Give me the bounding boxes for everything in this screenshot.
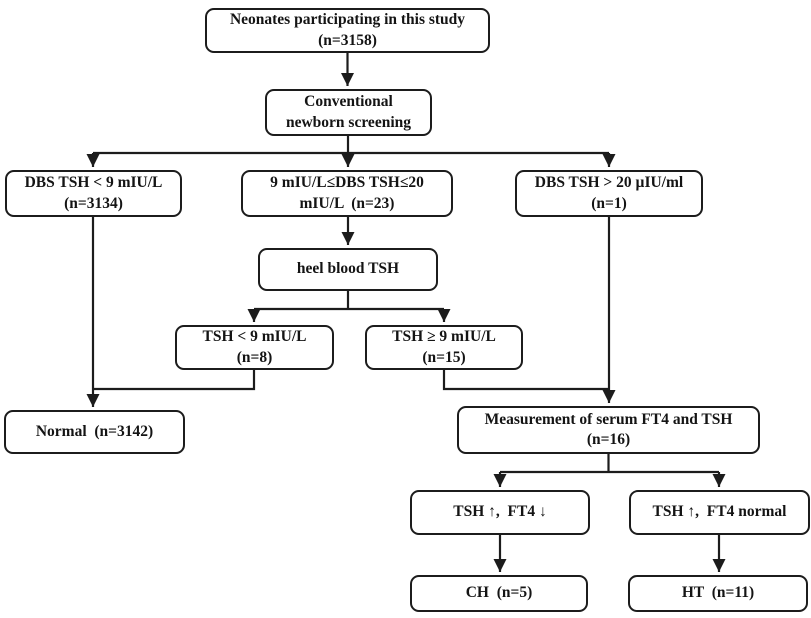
node-dbs-tsh-mid-label: 9 mIU/L≤DBS TSH≤20 mIU/L (n=23) [270,174,424,212]
node-dbs-tsh-low-label: DBS TSH < 9 mIU/L (n=3134) [24,174,163,212]
node-neonates: Neonates participating in this study (n=… [205,8,490,53]
node-tsh-up-ft4-normal: TSH ↑, FT4 normal [629,490,810,535]
node-normal-label: Normal (n=3142) [35,422,154,440]
node-serum-measurement-label: Measurement of serum FT4 and TSH (n=16) [484,410,733,448]
node-ht-diagnosis: HT (n=11) [628,575,808,612]
node-tsh-9-or-more-label: TSH ≥ 9 mIU/L (n=15) [392,328,496,366]
node-ch-diagnosis-label: CH (n=5) [465,584,533,602]
node-conventional-screening-label: Conventional newborn screening [285,93,411,131]
node-tsh-up-ft4-normal-label: TSH ↑, FT4 normal [652,503,787,521]
node-dbs-tsh-high-label: DBS TSH > 20 µIU/ml (n=1) [534,174,684,212]
node-tsh-9-or-more: TSH ≥ 9 mIU/L (n=15) [365,325,523,370]
edge-tshhigh-elbow [442,370,609,391]
node-dbs-tsh-low: DBS TSH < 9 mIU/L (n=3134) [5,170,182,217]
node-tsh-up-ft4-down-label: TSH ↑, FT4 ↓ [453,503,547,521]
node-dbs-tsh-mid: 9 mIU/L≤DBS TSH≤20 mIU/L (n=23) [241,170,453,217]
node-tsh-up-ft4-down: TSH ↑, FT4 ↓ [410,490,590,535]
node-neonates-label: Neonates participating in this study (n=… [229,11,466,49]
edge-tshlow-elbow [93,370,256,391]
node-heel-blood-tsh-label: heel blood TSH [296,260,400,278]
node-heel-blood-tsh: heel blood TSH [258,248,438,291]
node-dbs-tsh-high: DBS TSH > 20 µIU/ml (n=1) [515,170,703,217]
node-ht-diagnosis-label: HT (n=11) [681,584,755,602]
node-normal: Normal (n=3142) [4,410,185,454]
node-ch-diagnosis: CH (n=5) [410,575,588,612]
node-tsh-below-9-label: TSH < 9 mIU/L (n=8) [202,328,307,366]
node-conventional-screening: Conventional newborn screening [265,89,432,136]
node-tsh-below-9: TSH < 9 mIU/L (n=8) [175,325,334,370]
node-serum-measurement: Measurement of serum FT4 and TSH (n=16) [457,406,760,454]
